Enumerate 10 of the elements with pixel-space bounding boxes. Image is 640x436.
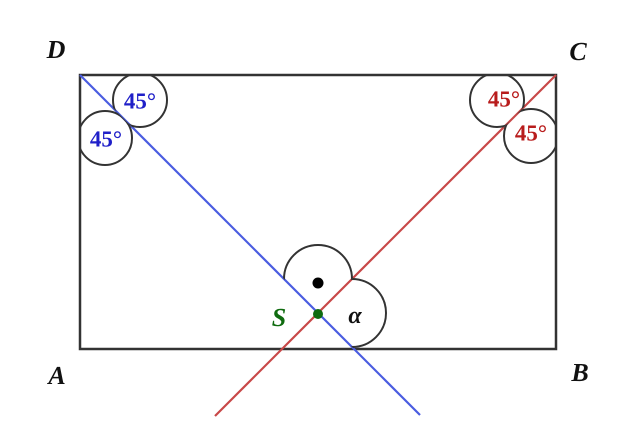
angle-label: 45° xyxy=(488,88,520,110)
point-label: S xyxy=(272,305,286,331)
angle-label: 45° xyxy=(124,90,156,112)
vertex-label: B xyxy=(571,360,589,386)
angle-label: α xyxy=(348,304,362,328)
vertex-label: C xyxy=(569,39,587,65)
vertex-label: A xyxy=(48,363,66,389)
angle-label: 45° xyxy=(90,128,122,150)
angle-label: 45° xyxy=(514,122,548,144)
vertex-label: D xyxy=(46,37,66,63)
